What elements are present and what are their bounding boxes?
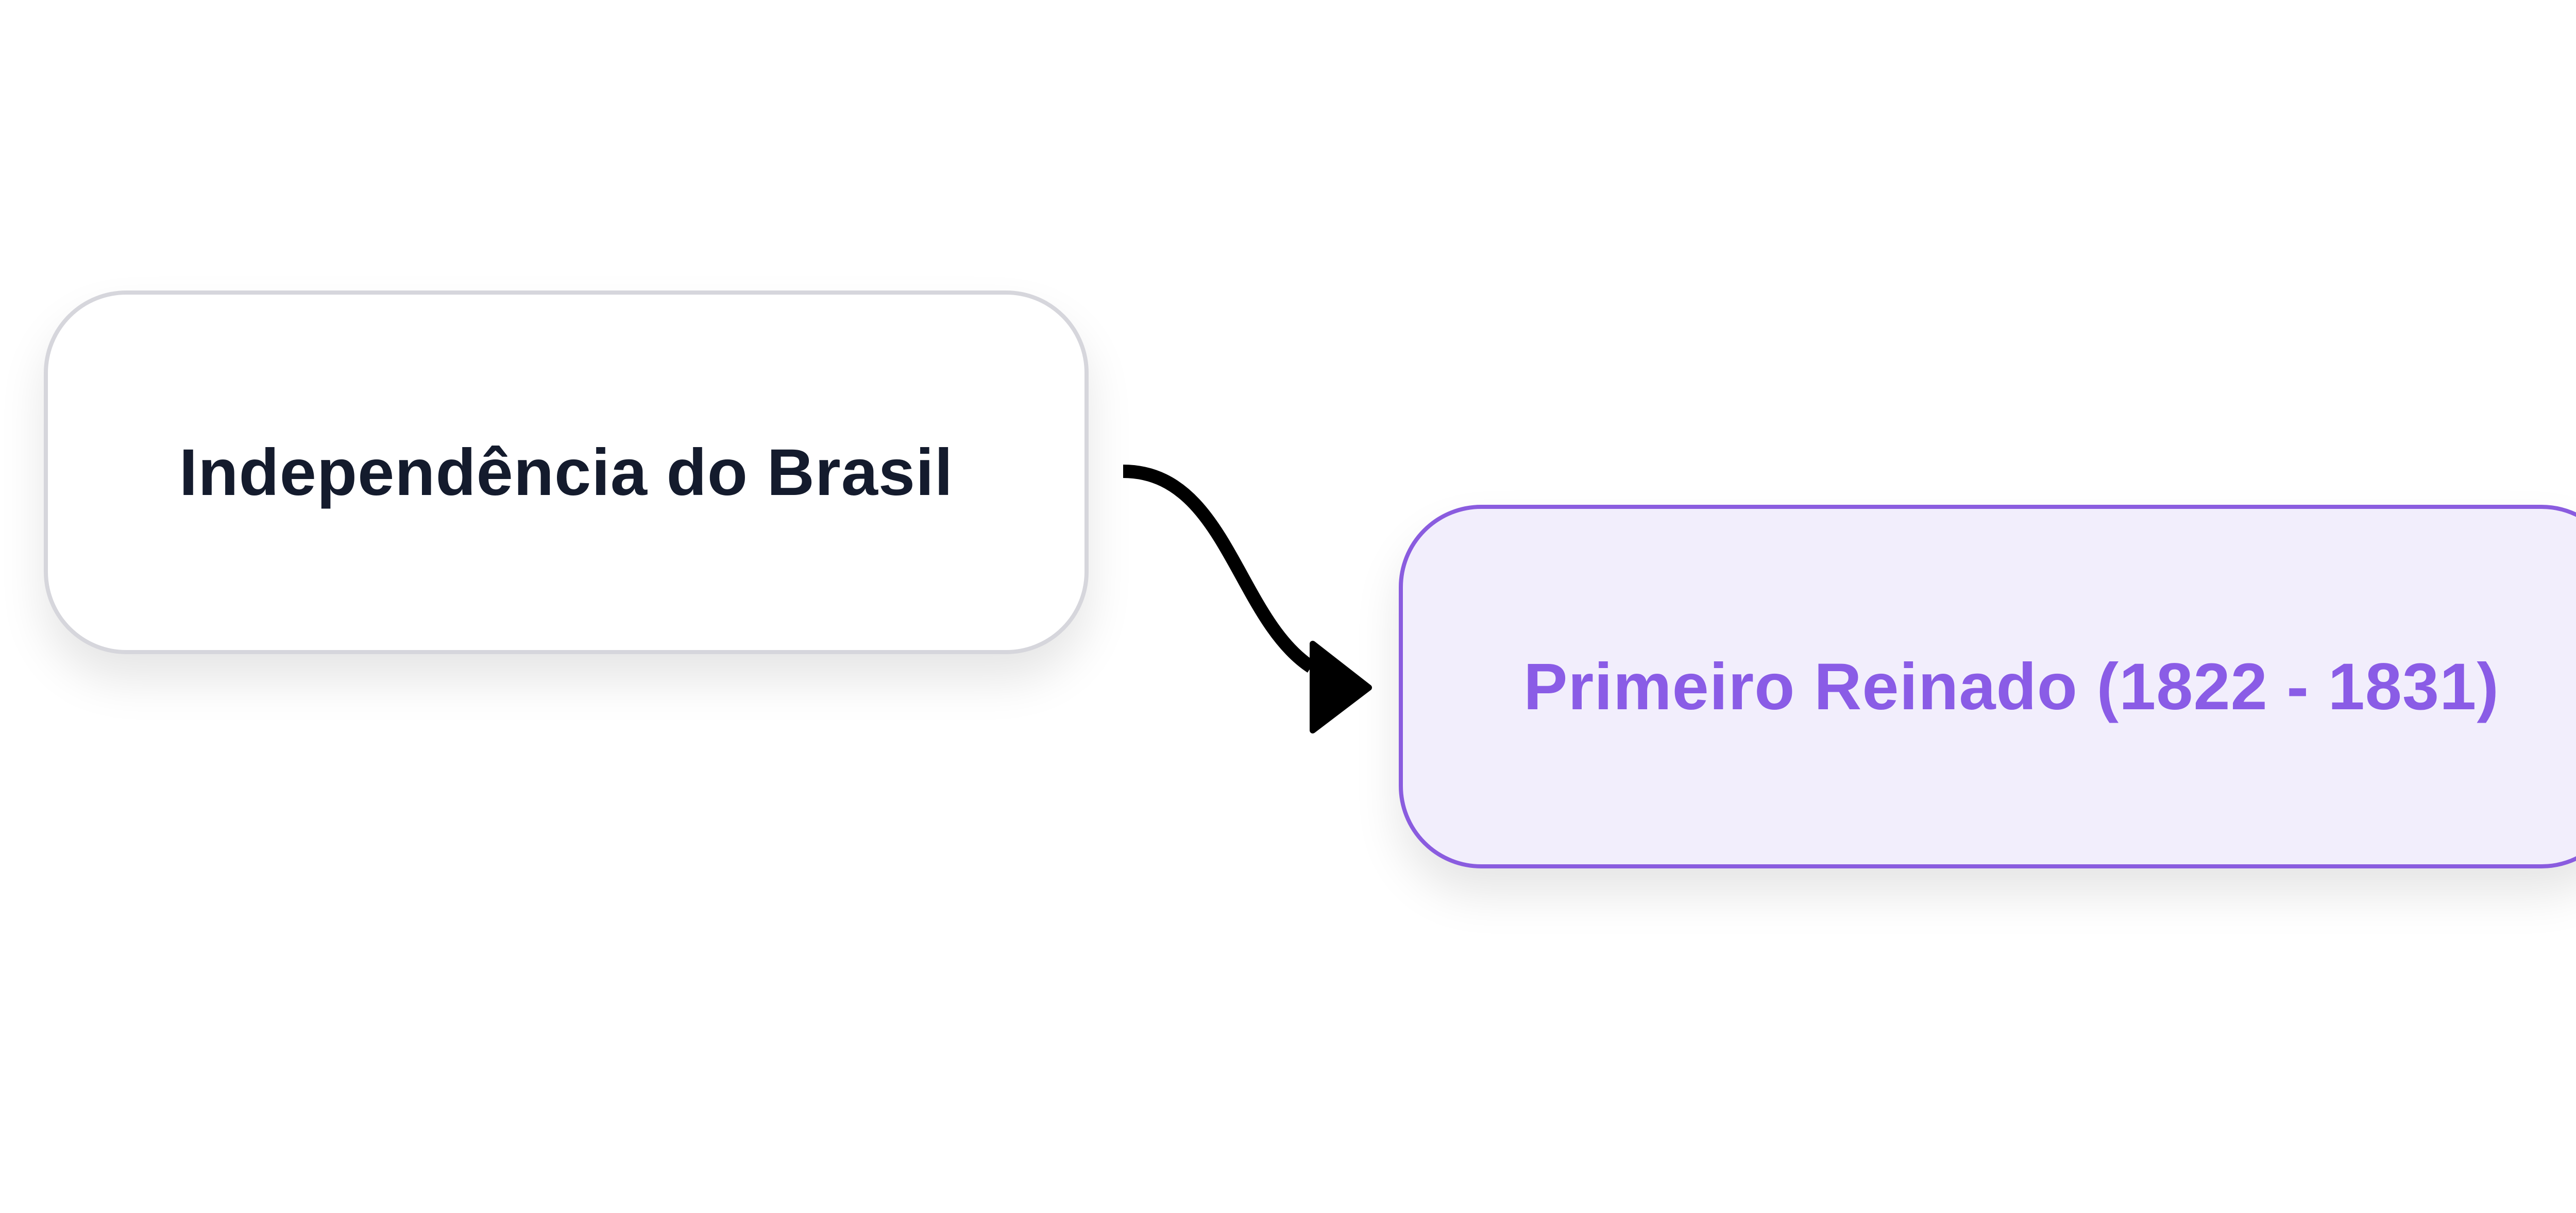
node-label: Primeiro Reinado (1822 - 1831) [1523,650,2499,724]
node-label: Independência do Brasil [179,435,954,509]
edge-independencia-to-primeiro-reinado [1123,465,1315,673]
arrowhead-icon [1310,641,1372,733]
node-independencia-do-brasil[interactable]: Independência do Brasil [44,291,1089,654]
node-primeiro-reinado[interactable]: Primeiro Reinado (1822 - 1831) [1399,505,2576,868]
